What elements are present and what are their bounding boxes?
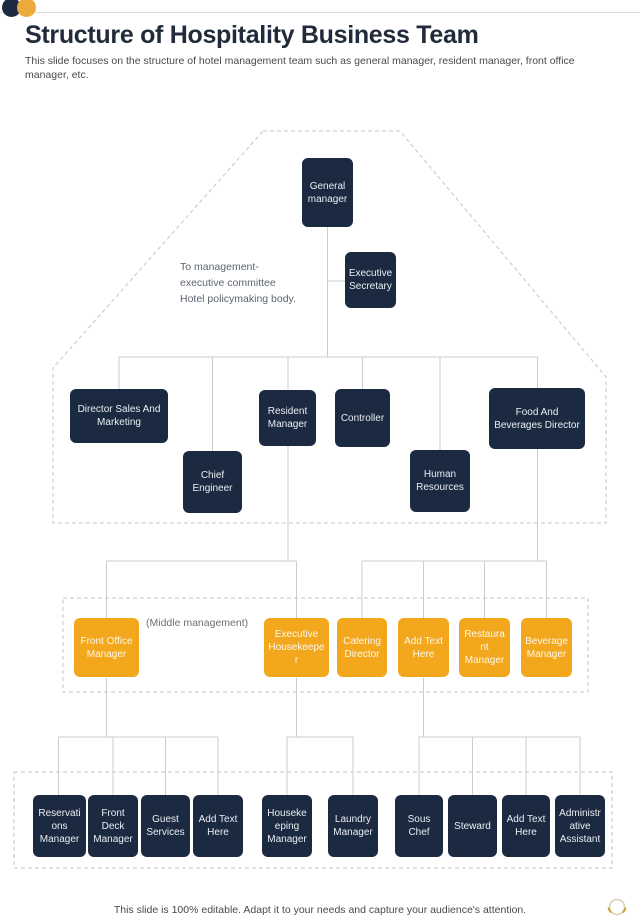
org-node-reservations-manager[interactable]: Reservations Manager [33,795,86,857]
org-node-controller[interactable]: Controller [335,389,390,447]
org-node-add-text-staff-2[interactable]: Add Text Here [502,795,550,857]
org-node-sous-chef[interactable]: Sous Chef [395,795,443,857]
slide-title: Structure of Hospitality Business Team [25,21,479,49]
org-node-housekeeping-manager[interactable]: Housekeeping Manager [262,795,312,857]
org-node-laundry-manager[interactable]: Laundry Manager [328,795,378,857]
org-node-general-manager[interactable]: General manager [302,158,353,227]
org-node-administrative-assistant[interactable]: Administrative Assistant [555,795,605,857]
org-node-food-beverages-director[interactable]: Food And Beverages Director [489,388,585,449]
slide-subtitle: This slide focuses on the structure of h… [25,55,575,81]
org-node-steward[interactable]: Steward [448,795,497,857]
committee-annotation: To management- executive committee Hotel… [180,261,296,305]
executive-committee-boundary [52,130,607,524]
brand-logo-icon [607,898,627,916]
org-node-add-text-staff-1[interactable]: Add Text Here [193,795,243,857]
middle-management-label: (Middle management) [146,617,249,629]
org-node-resident-manager[interactable]: Resident Manager [259,390,316,446]
staff-level-boundary [13,771,613,869]
org-node-restaurant-manager[interactable]: Restaurant Manager [459,618,510,677]
org-node-director-sales-marketing[interactable]: Director Sales And Marketing [70,389,168,443]
org-node-executive-secretary[interactable]: Executive Secretary [345,252,396,308]
org-node-executive-housekeeper[interactable]: Executive Housekeeper [264,618,329,677]
org-node-front-office-manager[interactable]: Front Office Manager [74,618,139,677]
header-divider-line [0,12,640,13]
org-node-add-text-middle[interactable]: Add Text Here [398,618,449,677]
org-node-chief-engineer[interactable]: Chief Engineer [183,451,242,513]
org-node-catering-director[interactable]: Catering Director [337,618,387,677]
brand-dot-navy-icon [2,0,21,17]
org-node-human-resources[interactable]: Human Resources [410,450,470,512]
org-node-guest-services[interactable]: Guest Services [141,795,190,857]
middle-management-boundary [62,597,589,693]
brand-dot-gold-icon [17,0,36,17]
org-node-front-deck-manager[interactable]: Front Deck Manager [88,795,138,857]
footer-note: This slide is 100% editable. Adapt it to… [113,904,527,916]
org-node-beverage-manager[interactable]: Beverage Manager [521,618,572,677]
